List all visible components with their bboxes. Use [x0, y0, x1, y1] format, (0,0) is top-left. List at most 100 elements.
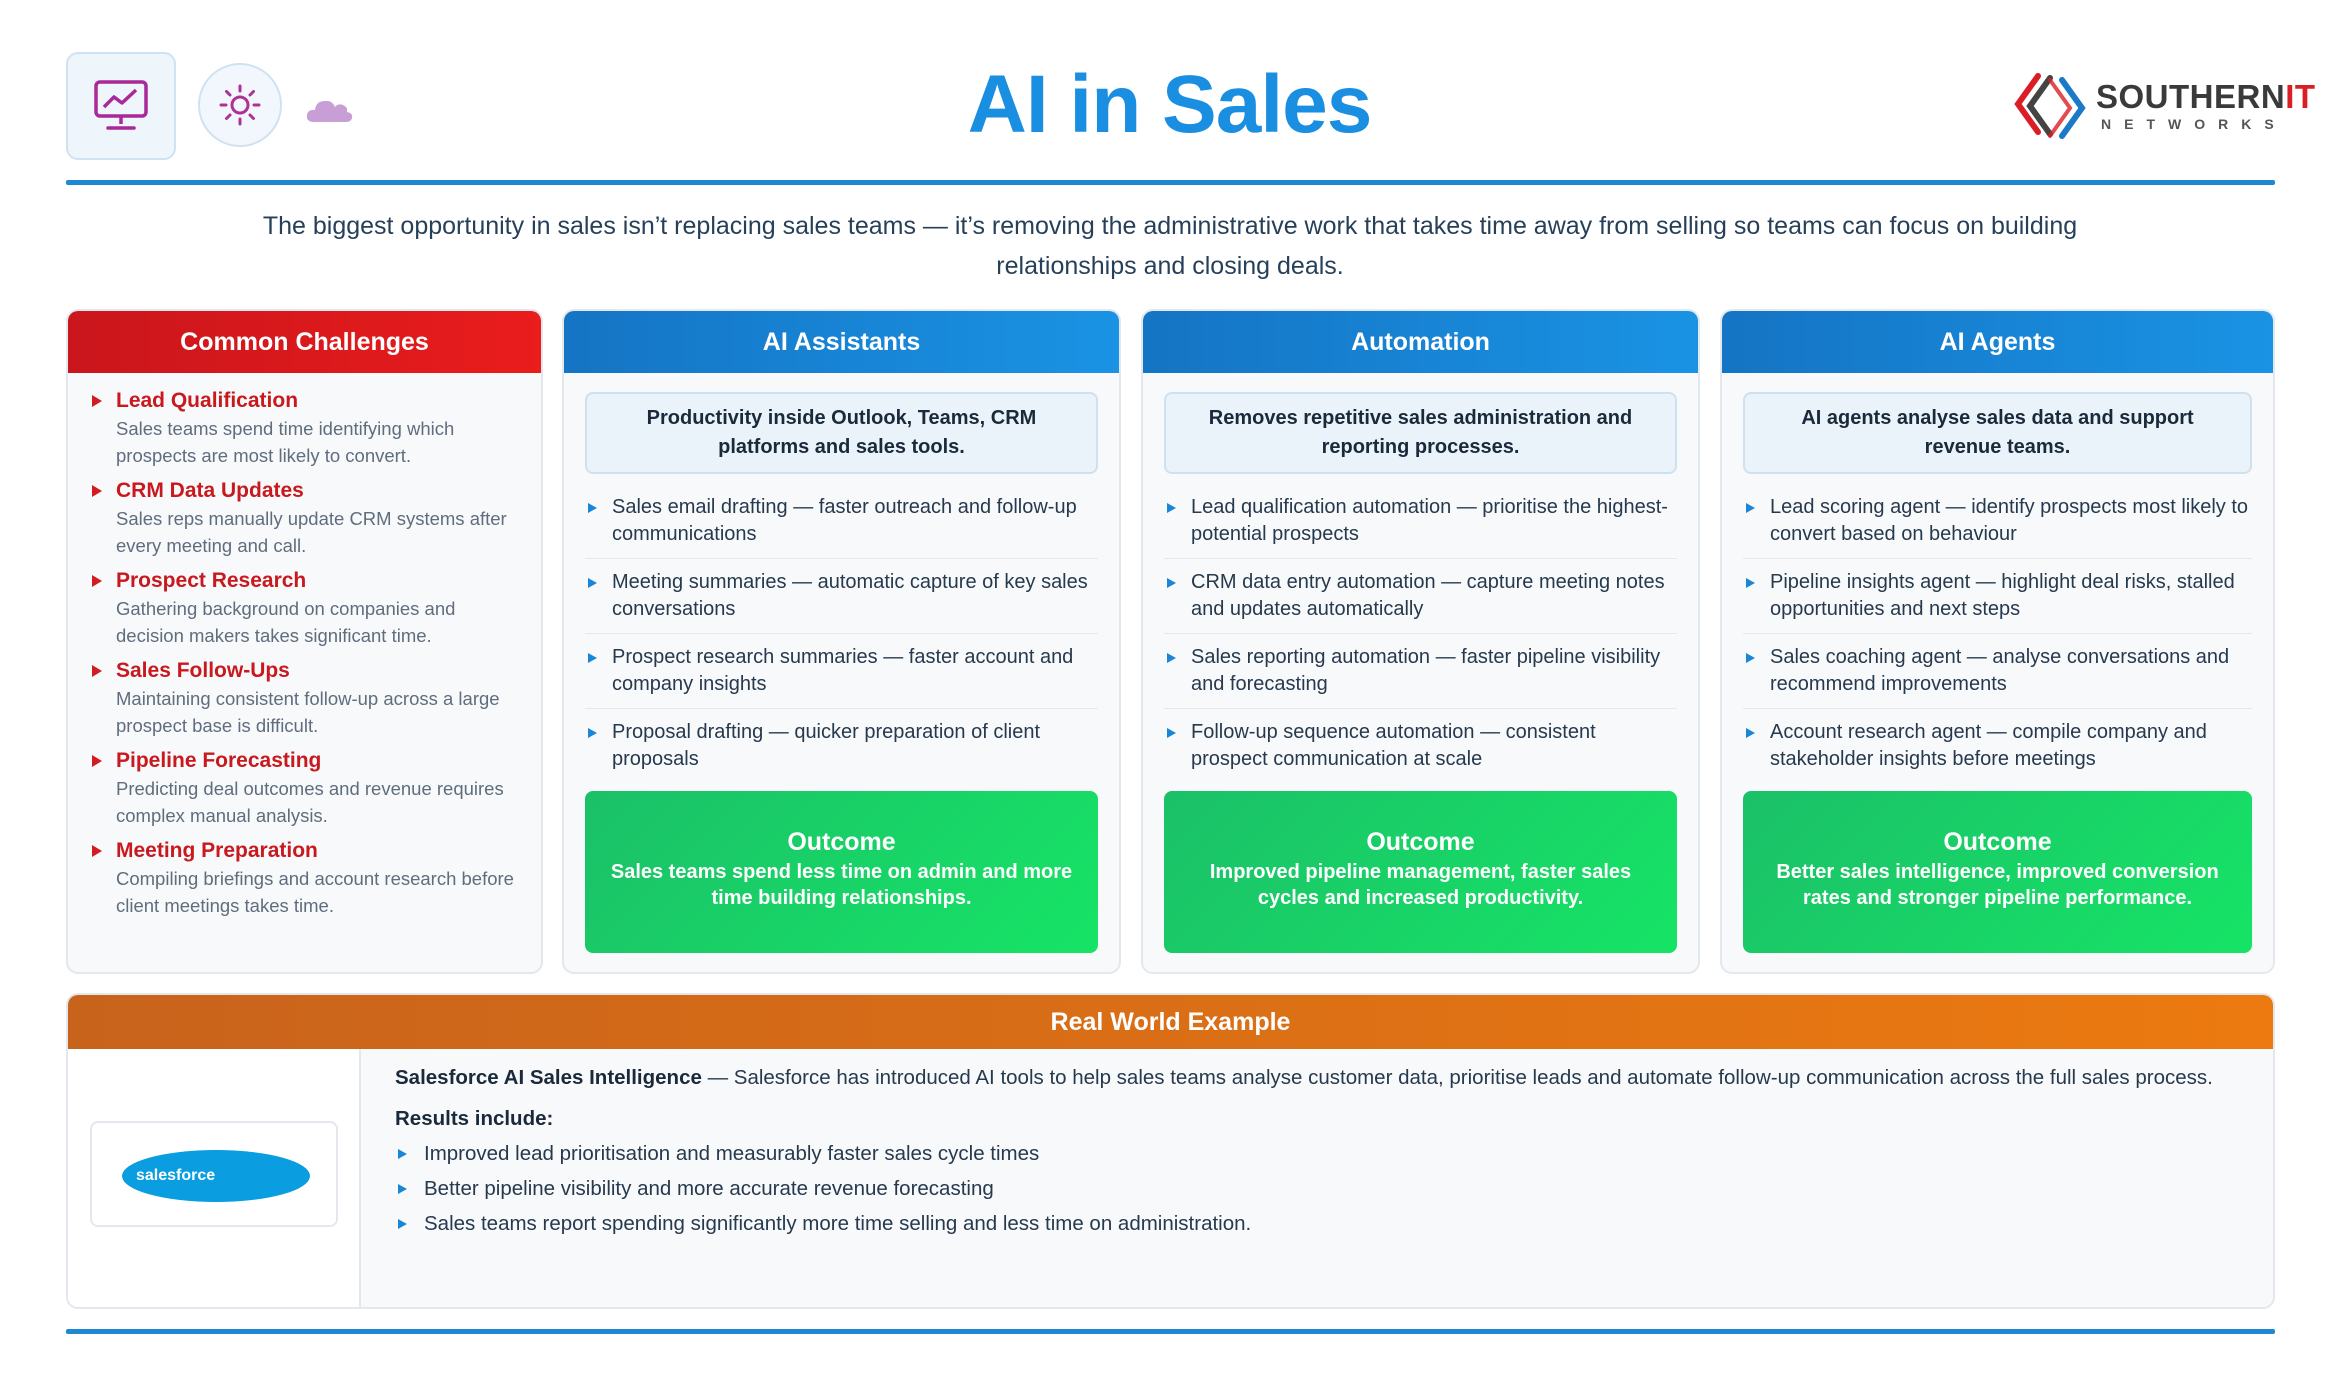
challenge-title: Meeting Preparation — [116, 839, 318, 862]
challenge-title: CRM Data Updates — [116, 479, 304, 502]
bullet-triangle-icon — [1167, 578, 1176, 588]
outcome-text: Improved pipeline management, faster sal… — [1209, 861, 1632, 909]
column-header: AI Assistants — [564, 311, 1119, 373]
challenge-description: Maintaining consistent follow-up across … — [116, 688, 500, 736]
bullet-text: Lead qualification automation — prioriti… — [1191, 496, 1668, 545]
bullet-triangle-icon — [398, 1149, 407, 1159]
bullet-triangle-icon — [92, 395, 102, 407]
bullet-triangle-icon — [588, 653, 597, 663]
column-bullet-item: Account research agent — compile company… — [1743, 719, 2252, 783]
column-bullet-item: Follow-up sequence automation — consiste… — [1164, 719, 1677, 783]
example-logo-area: salesforce — [68, 1049, 361, 1307]
column-bullet-item: Pipeline insights agent — highlight deal… — [1743, 569, 2252, 634]
results-list: Improved lead prioritisation and measura… — [395, 1136, 2233, 1241]
column-bullet-item: Prospect research summaries — faster acc… — [585, 644, 1098, 709]
bullet-triangle-icon — [588, 728, 597, 738]
column-bullets: Lead scoring agent — identify prospects … — [1743, 494, 2252, 783]
bullet-triangle-icon — [92, 575, 102, 587]
challenge-description: Gathering background on companies and de… — [116, 598, 456, 646]
column-summary: Productivity inside Outlook, Teams, CRM … — [585, 392, 1098, 474]
bullet-triangle-icon — [92, 755, 102, 767]
outcome-title: Outcome — [1943, 828, 2052, 856]
bullet-text: CRM data entry automation — capture meet… — [1191, 571, 1665, 620]
example-description: Salesforce AI Sales Intelligence — Sales… — [395, 1061, 2233, 1094]
bullet-triangle-icon — [1167, 653, 1176, 663]
bullet-triangle-icon — [1167, 728, 1176, 738]
sun-icon-circle — [198, 63, 282, 147]
bullet-text: Sales reporting automation — faster pipe… — [1191, 646, 1661, 695]
column-header: Automation — [1143, 311, 1698, 373]
challenge-title: Sales Follow-Ups — [116, 659, 290, 682]
bullet-triangle-icon — [92, 845, 102, 857]
header-divider — [66, 180, 2275, 185]
result-item: Sales teams report spending significantl… — [395, 1206, 2233, 1241]
column-bullet-item: Sales coaching agent — analyse conversat… — [1743, 644, 2252, 709]
challenge-description: Sales teams spend time identifying which… — [116, 418, 455, 466]
bullet-text: Lead scoring agent — identify prospects … — [1770, 496, 2249, 545]
challenge-title: Pipeline Forecasting — [116, 749, 322, 772]
ai-agents-panel: AI Agents AI agents analyse sales data an… — [1720, 309, 2275, 974]
real-world-example-panel: Real World Example salesforce Salesforce… — [66, 993, 2275, 1309]
challenge-description: Predicting deal outcomes and revenue req… — [116, 778, 504, 826]
bullet-text: Proposal drafting — quicker preparation … — [612, 721, 1041, 770]
outcome-text: Better sales intelligence, improved conv… — [1776, 861, 2219, 909]
bullet-text: Account research agent — compile company… — [1770, 721, 2207, 770]
result-text: Sales teams report spending significantl… — [424, 1212, 1252, 1235]
example-body: Salesforce AI Sales Intelligence — Sales… — [395, 1061, 2233, 1241]
result-text: Better pipeline visibility and more accu… — [424, 1177, 994, 1200]
example-lead-bold: Salesforce AI Sales Intelligence — [395, 1066, 702, 1089]
outcome-title: Outcome — [1366, 828, 1475, 856]
example-lead-text: — Salesforce has introduced AI tools to … — [701, 1066, 2213, 1089]
challenges-header: Common Challenges — [68, 311, 541, 373]
intro-text: The biggest opportunity in sales isn’t r… — [262, 212, 2078, 280]
example-header: Real World Example — [68, 995, 2273, 1049]
column-bullet-item: Sales email drafting — faster outreach a… — [585, 494, 1098, 559]
column-header: AI Agents — [1722, 311, 2273, 373]
column-bullets: Lead qualification automation — prioriti… — [1164, 494, 1677, 783]
southern-it-logo: SOUTHERNIT NETWORKS — [2010, 66, 2315, 146]
bullet-triangle-icon — [398, 1219, 407, 1229]
result-item: Improved lead prioritisation and measura… — [395, 1136, 2233, 1171]
bullet-text: Follow-up sequence automation — consiste… — [1191, 721, 1596, 770]
column-summary: Removes repetitive sales administration … — [1164, 392, 1677, 474]
logo-wordmark: SOUTHERNIT — [2096, 78, 2316, 115]
outcome-text: Sales teams spend less time on admin and… — [610, 861, 1073, 909]
column-bullet-item: CRM data entry automation — capture meet… — [1164, 569, 1677, 634]
sun-icon — [219, 84, 261, 126]
column-bullet-item: Sales reporting automation — faster pipe… — [1164, 644, 1677, 709]
monitor-chart-icon-box — [66, 52, 176, 160]
bullet-text: Sales email drafting — faster outreach a… — [612, 496, 1077, 545]
bullet-triangle-icon — [1746, 653, 1755, 663]
salesforce-logo: salesforce — [122, 1150, 310, 1202]
result-item: Better pipeline visibility and more accu… — [395, 1171, 2233, 1206]
salesforce-logo-card: salesforce — [90, 1121, 338, 1227]
challenge-description: Compiling briefings and account research… — [116, 868, 514, 916]
bullet-text: Sales coaching agent — analyse conversat… — [1770, 646, 2230, 695]
results-label: Results include: — [395, 1107, 554, 1130]
monitor-chart-icon — [94, 80, 148, 130]
footer-divider — [66, 1329, 2275, 1334]
page-title: AI in Sales — [967, 59, 1373, 150]
logo-mark-icon — [2014, 73, 2086, 139]
bullet-text: Pipeline insights agent — highlight deal… — [1770, 571, 2235, 620]
bullet-text: Prospect research summaries — faster acc… — [612, 646, 1074, 695]
challenge-description: Sales reps manually update CRM systems a… — [116, 508, 507, 556]
outcome-title: Outcome — [787, 828, 896, 856]
column-bullets: Sales email drafting — faster outreach a… — [585, 494, 1098, 783]
challenge-title: Lead Qualification — [116, 389, 299, 412]
column-summary: AI agents analyse sales data and support… — [1743, 392, 2252, 474]
bullet-triangle-icon — [92, 665, 102, 677]
column-bullet-item: Lead qualification automation — prioriti… — [1164, 494, 1677, 559]
